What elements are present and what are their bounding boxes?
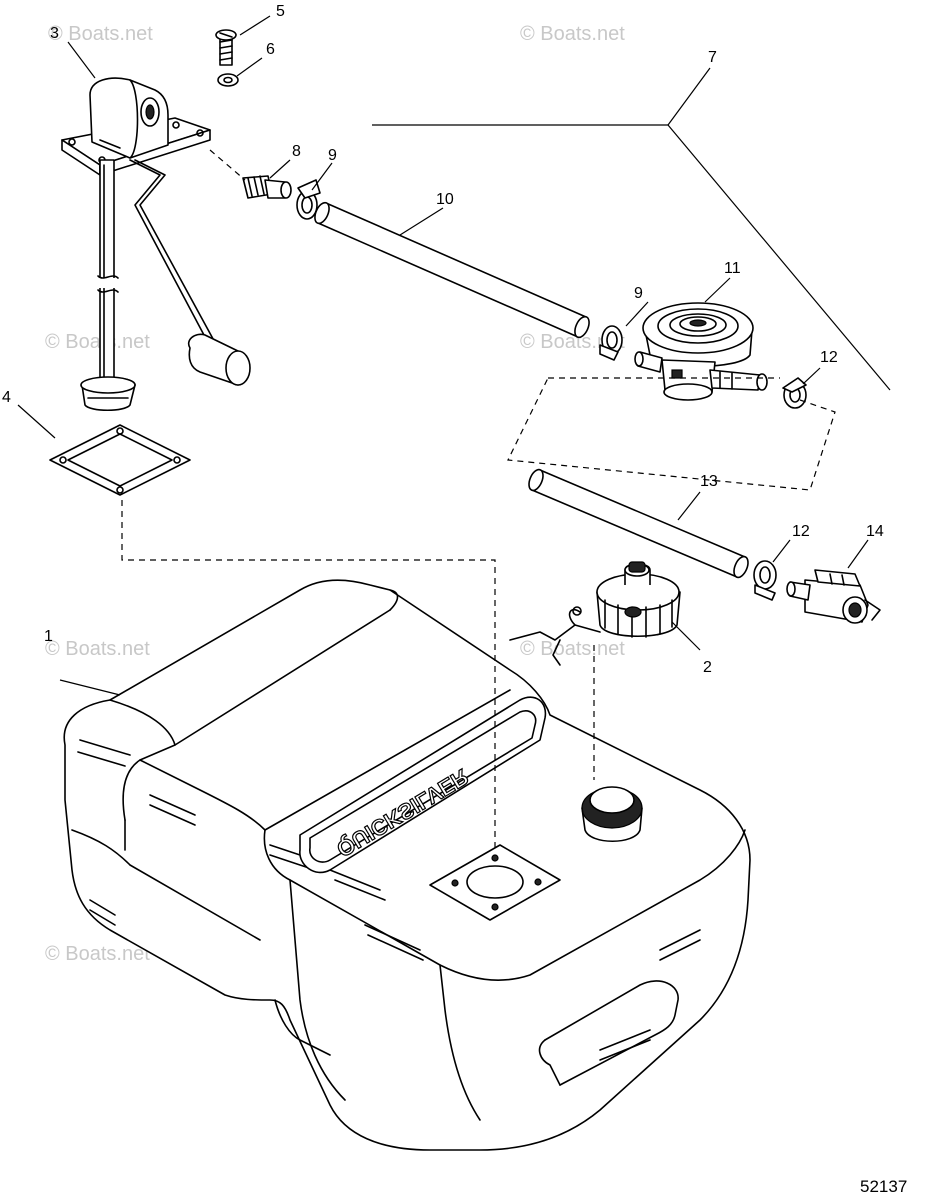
figure-id: 52137 <box>860 1177 907 1196</box>
valve-part-11 <box>634 302 768 401</box>
watermark-mid-left: © Boats.net <box>45 331 150 353</box>
callout-12-lower: 12 <box>792 523 810 540</box>
callout-9-upper: 9 <box>328 147 337 164</box>
fuel-cap-part-2 <box>509 561 681 666</box>
callout-2: 2 <box>703 659 712 676</box>
connector-part-14 <box>786 569 881 624</box>
assembly-line-sender <box>209 149 246 181</box>
callout-14: 14 <box>866 523 884 540</box>
fuel-sender-part-3 <box>61 77 251 412</box>
fitting-part-8 <box>242 175 292 199</box>
hose-part-10 <box>314 201 590 339</box>
callout-labels: 1 2 3 4 5 6 7 8 9 10 9 11 12 13 12 14 <box>2 3 884 676</box>
washer-part-6 <box>217 73 239 87</box>
callout-5: 5 <box>276 3 285 20</box>
clamp-part-9-lower <box>599 325 623 361</box>
hose-part-13 <box>528 468 749 579</box>
clamp-part-9-upper <box>296 179 321 220</box>
callout-7: 7 <box>708 49 717 66</box>
clamp-part-12-lower <box>753 560 777 601</box>
fuel-tank-part-1: QUICKSILVER <box>63 579 751 1151</box>
callout-9-lower: 9 <box>634 285 643 302</box>
watermark-top-right: © Boats.net <box>520 23 625 45</box>
callout-8: 8 <box>292 143 301 160</box>
watermark-mid-right: © Boats.net <box>520 331 625 353</box>
callout-4: 4 <box>2 389 11 406</box>
clamp-part-12-upper <box>782 377 807 409</box>
screw-part-5 <box>215 29 237 66</box>
callout-6: 6 <box>266 41 275 58</box>
callout-13: 13 <box>700 473 718 490</box>
callout-3: 3 <box>50 25 59 42</box>
callout-12-upper: 12 <box>820 349 838 366</box>
assembly-line-gasket-tank <box>121 500 496 850</box>
callout-1: 1 <box>44 628 53 645</box>
callout-leaders <box>17 15 891 696</box>
assembly-box-optional <box>507 377 836 491</box>
watermark-lower-left: © Boats.net <box>45 638 150 660</box>
watermark-top-left: © Boats.net <box>48 23 153 45</box>
callout-10: 10 <box>436 191 454 208</box>
gasket-part-4 <box>49 424 191 496</box>
watermark-bottom-left: © Boats.net <box>45 943 150 965</box>
watermark-lower-right: © Boats.net <box>520 638 625 660</box>
callout-11: 11 <box>724 260 741 277</box>
